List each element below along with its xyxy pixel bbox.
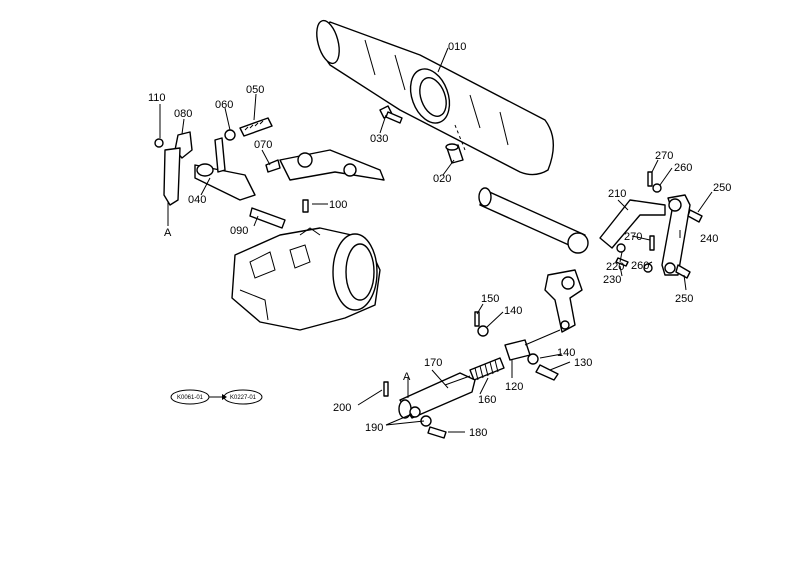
- part-200-pin: [383, 381, 389, 397]
- ref-code-2: K0227-01: [230, 395, 257, 401]
- label-180: 180: [469, 427, 487, 439]
- label-250-lower: 250: [675, 293, 693, 305]
- label-090: 090: [230, 225, 248, 237]
- label-220: 220: [606, 261, 624, 273]
- part-160-spring: [469, 357, 505, 381]
- part-rod-assembly: [478, 187, 589, 254]
- part-040-lever: [194, 137, 256, 201]
- label-200: 200: [333, 402, 351, 414]
- label-020: 020: [433, 173, 451, 185]
- part-140-washer-lower: [527, 353, 539, 365]
- part-260-washer-upper: [652, 183, 662, 193]
- label-100: 100: [329, 199, 347, 211]
- label-240: 240: [700, 233, 718, 245]
- label-030: 030: [370, 133, 388, 145]
- part-030-bolt: [379, 105, 403, 124]
- part-shifter-shaft: [279, 149, 385, 181]
- part-220-washer: [616, 243, 626, 253]
- label-080: 080: [174, 108, 192, 120]
- label-a-right: A: [403, 371, 411, 383]
- part-240-lever: [661, 194, 691, 276]
- label-260-upper: 260: [674, 162, 692, 174]
- part-090-pin: [249, 207, 286, 229]
- part-130-bolt: [535, 364, 559, 381]
- label-140-upper: 140: [504, 305, 522, 317]
- part-bell-crank: [544, 269, 583, 333]
- label-270-lower: 270: [624, 231, 642, 243]
- leader-lines: [159, 47, 713, 433]
- part-070-spring: [265, 159, 281, 173]
- part-190-washer-a: [409, 406, 421, 418]
- label-250-upper: 250: [713, 182, 731, 194]
- part-050-bolt: [239, 117, 273, 137]
- part-transmission-housing: [231, 227, 381, 331]
- part-080-bracket: [163, 131, 193, 206]
- part-180-bolt: [427, 426, 447, 439]
- label-170: 170: [424, 357, 442, 369]
- label-190: 190: [365, 422, 383, 434]
- part-270-pin-lower: [649, 235, 655, 251]
- part-labels: 010 020 030 040 050 060 070 080 090 100 …: [148, 41, 731, 439]
- label-120: 120: [505, 381, 523, 393]
- part-010-axle-tube: [316, 19, 554, 176]
- label-a-left: A: [164, 227, 172, 239]
- part-140-washer-upper: [477, 325, 489, 337]
- label-260-lower: 260: [631, 260, 649, 272]
- label-040: 040: [188, 194, 206, 206]
- label-070: 070: [254, 139, 272, 151]
- reference-codes: K0061-01 K0227-01: [170, 389, 263, 405]
- part-150-pin: [474, 311, 480, 327]
- part-020-bushing: [445, 143, 464, 164]
- label-150: 150: [481, 293, 499, 305]
- part-250-bolt-lower: [675, 264, 691, 279]
- part-250-bolt-upper: [687, 209, 703, 223]
- label-010: 010: [448, 41, 466, 53]
- part-060-nut: [224, 129, 236, 141]
- ref-code-1: K0061-01: [177, 395, 204, 401]
- ref-oval-2: [223, 389, 263, 405]
- label-270-upper: 270: [655, 150, 673, 162]
- label-160: 160: [478, 394, 496, 406]
- part-230-pin: [615, 257, 629, 267]
- label-230: 230: [603, 274, 621, 286]
- label-210: 210: [608, 188, 626, 200]
- part-270-pin-upper: [647, 171, 653, 187]
- label-130: 130: [574, 357, 592, 369]
- label-110: 110: [148, 92, 166, 104]
- part-100-spring-pin: [302, 199, 309, 213]
- label-060: 060: [215, 99, 233, 111]
- part-110-washer: [154, 138, 164, 148]
- label-140-lower: 140: [557, 347, 575, 359]
- part-210-arm: [599, 199, 666, 249]
- label-050: 050: [246, 84, 264, 96]
